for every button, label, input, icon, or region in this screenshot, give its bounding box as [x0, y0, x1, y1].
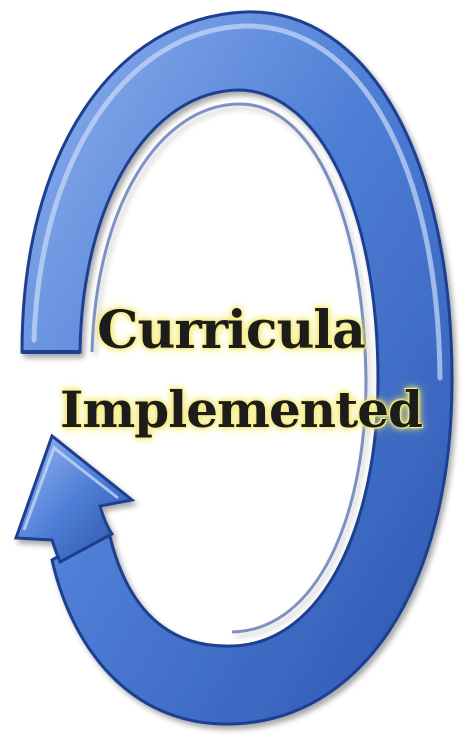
- arrow-head: [13, 433, 136, 565]
- diagram-label-line2: Implemented: [60, 380, 423, 439]
- diagram-label-line1: Curricula: [97, 300, 366, 361]
- ring-body: [20, 10, 454, 726]
